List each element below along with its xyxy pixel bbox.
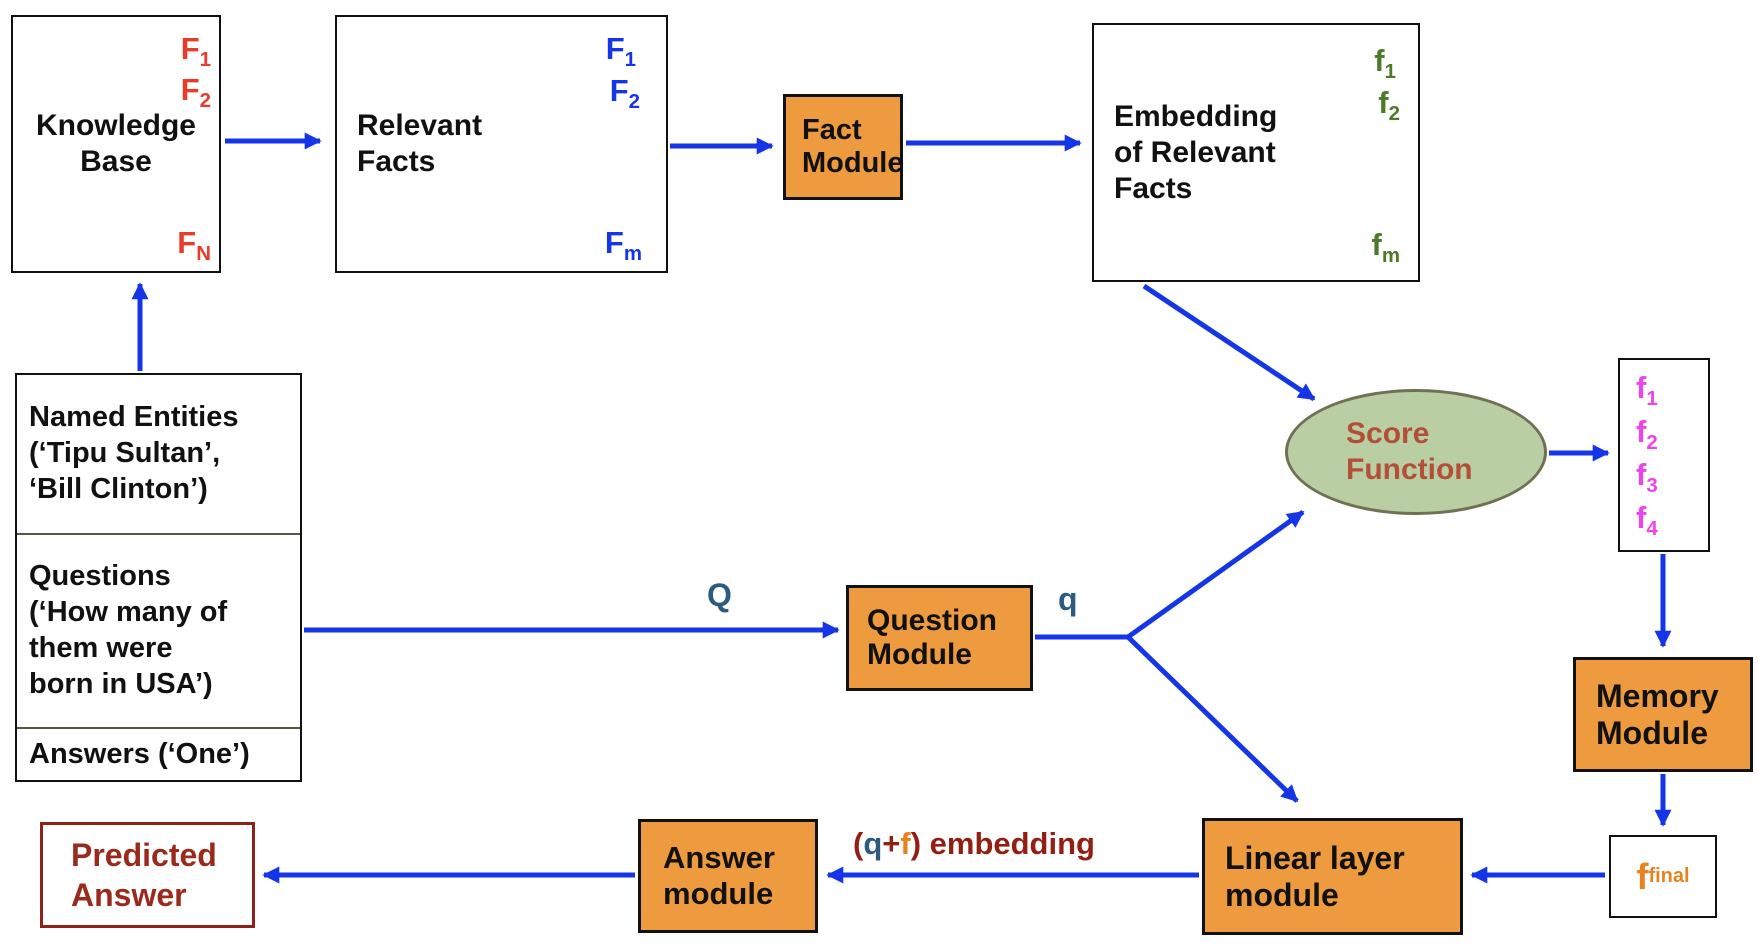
- linear-layer-module-label: Linear layer module: [1225, 839, 1405, 913]
- f-final-subscript: final: [1648, 865, 1690, 887]
- kb-fact-f2: F2: [180, 72, 211, 113]
- answer-module-label: Answer module: [663, 840, 775, 911]
- rf-fact-fm: Fm: [604, 225, 642, 266]
- knowledge-base-box: Knowledge Base F1 F2 FN: [11, 15, 221, 273]
- embedding-title: Embedding of Relevant Facts: [1114, 99, 1278, 205]
- kb-fact-f1: F1: [180, 31, 211, 72]
- predicted-answer-label: Predicted Answer: [71, 837, 217, 913]
- relevant-facts-title: Relevant Facts: [357, 109, 483, 178]
- panel-row-questions: Questions (‘How many of them were born i…: [17, 533, 300, 727]
- q-lower-label: q: [1058, 581, 1078, 617]
- question-module-box: Question Module: [846, 585, 1033, 691]
- knowledge-base-title: Knowledge Base: [35, 109, 196, 178]
- emb-fact-f1: f1: [1374, 43, 1396, 84]
- relevant-facts-box: Relevant Facts F1 F2 Fm: [335, 15, 668, 273]
- predicted-answer-box: Predicted Answer: [40, 822, 255, 928]
- score-function-label: Score Function: [1346, 417, 1473, 486]
- scored-fact-f4: f4: [1636, 500, 1658, 541]
- score-function-ellipse: Score Function: [1285, 389, 1547, 515]
- arrow-embedding-to-score-function: [1142, 283, 1316, 402]
- arrow-q-to-score-function: [1126, 509, 1305, 640]
- memory-module-label: Memory Module: [1596, 677, 1719, 751]
- qf-embedding-label: (q+f) embedding: [853, 826, 1095, 861]
- fact-module-label: Fact Module: [802, 113, 904, 179]
- kb-fact-fn: FN: [177, 225, 211, 266]
- rf-fact-f2: F2: [609, 73, 640, 114]
- panel-row-named-entities: Named Entities (‘Tipu Sultan’, ‘Bill Cli…: [29, 401, 239, 506]
- scored-fact-f2: f2: [1636, 414, 1658, 455]
- input-panel: Named Entities (‘Tipu Sultan’, ‘Bill Cli…: [15, 373, 302, 782]
- embedding-box: Embedding of Relevant Facts f1 f2 fm: [1092, 23, 1420, 282]
- emb-fact-fm: fm: [1371, 227, 1400, 268]
- scored-fact-f3: f3: [1636, 457, 1658, 498]
- emb-fact-f2: f2: [1378, 85, 1400, 126]
- f-final-label: f: [1636, 855, 1649, 897]
- question-module-label: Question Module: [867, 603, 998, 672]
- arrow-q-to-linear-module: [1126, 635, 1299, 803]
- rf-fact-f1: F1: [605, 31, 636, 72]
- scored-facts-box: f1 f2 f3 f4: [1618, 358, 1710, 552]
- panel-row-answers: Answers (‘One’): [17, 727, 300, 780]
- linear-layer-module-box: Linear layer module: [1202, 818, 1463, 935]
- memory-module-box: Memory Module: [1573, 657, 1753, 772]
- q-capital-label: Q: [707, 577, 732, 613]
- scored-fact-f1: f1: [1636, 370, 1658, 411]
- answer-module-box: Answer module: [638, 819, 818, 933]
- fact-module-box: Fact Module: [783, 94, 904, 200]
